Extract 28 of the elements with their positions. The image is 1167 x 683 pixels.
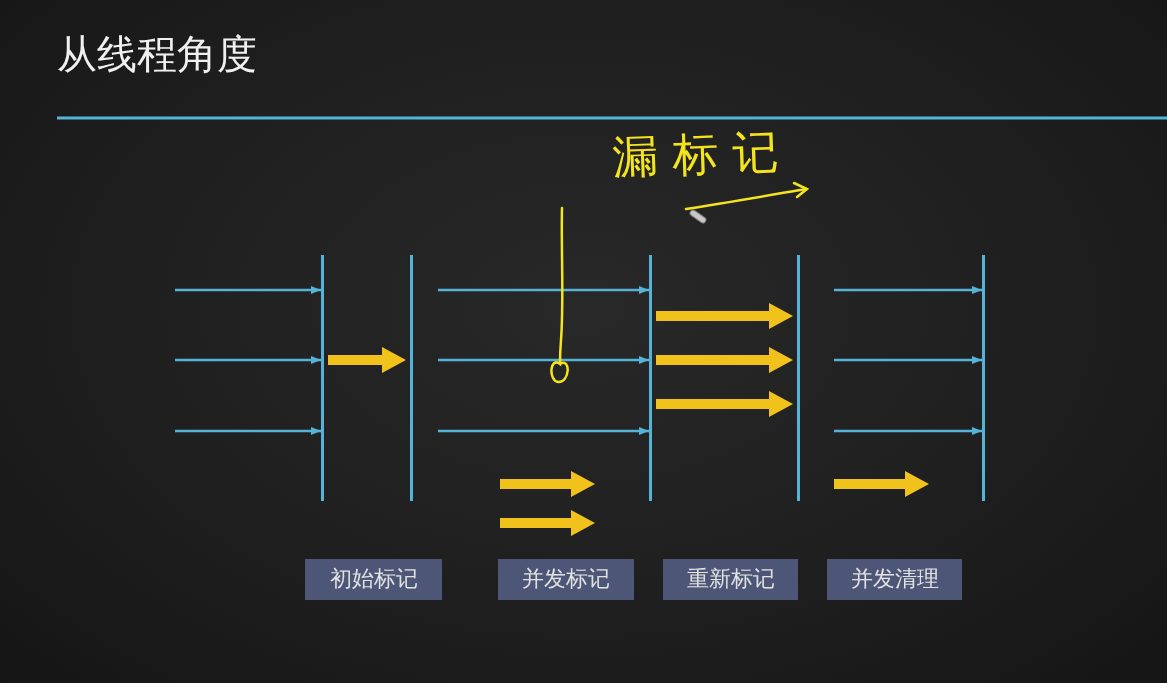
handwritten-note: 漏标记 <box>611 124 793 184</box>
block-arrow <box>656 347 793 373</box>
block-arrow <box>656 391 793 417</box>
diagram-title: 从线程角度 <box>57 30 257 78</box>
arrow <box>438 356 649 364</box>
arrow <box>834 286 982 294</box>
vertical-line <box>797 255 800 501</box>
phase-box <box>827 559 962 600</box>
phase-label: 重新标记 <box>686 566 775 593</box>
phase-label: 并发标记 <box>522 566 610 593</box>
vertical-line <box>649 255 652 501</box>
arrow <box>834 356 982 364</box>
phase-label: 初始标记 <box>329 566 418 593</box>
vertical-line <box>982 255 985 501</box>
phase-box <box>663 559 798 600</box>
phase-box <box>498 559 634 600</box>
vertical-line <box>321 255 324 501</box>
block-arrow <box>328 347 406 373</box>
arrow <box>175 286 321 294</box>
arrow <box>438 427 649 435</box>
arrow <box>834 427 982 435</box>
vertical-line <box>410 255 413 501</box>
phase-box <box>305 559 442 600</box>
phase-label: 并发清理 <box>850 566 939 593</box>
arrow <box>438 286 649 294</box>
arrow <box>175 356 321 364</box>
arrow <box>175 427 321 435</box>
block-arrow <box>656 303 793 329</box>
